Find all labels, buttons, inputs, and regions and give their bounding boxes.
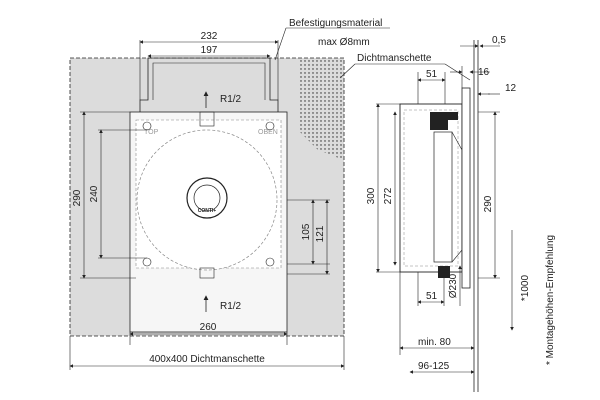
brand-label: CONTI+	[198, 208, 217, 214]
dim-dia230: Ø230	[448, 273, 459, 298]
side-view: 0,5 16 12 51 300 272 290 51 Ø230	[366, 35, 531, 392]
pipe-stub-top	[199, 111, 215, 127]
valve-center-inner	[193, 184, 221, 212]
dim-290-side: 290	[483, 195, 494, 212]
thread-top-label: R1/2	[220, 94, 242, 105]
label-oben: OBEN	[258, 129, 278, 136]
callout-fastening-2: max Ø8mm	[318, 37, 370, 48]
dim-right-outer: 121	[315, 225, 326, 242]
front-view: CONTI+ TOP OBEN R1/2 R1/2 232 197 290 24	[69, 31, 345, 370]
dim-51-top: 51	[426, 69, 438, 80]
dim-bottom: 260	[200, 322, 217, 333]
footnote: * Montagehöhen-Empfehlung	[545, 235, 556, 365]
dim-sleeve: 400x400 Dichtmanschette	[149, 354, 265, 365]
mounting-bracket	[139, 57, 279, 112]
callouts: Befestigungsmaterial max Ø8mm Dichtmansc…	[274, 18, 471, 81]
dim-0-5: 0,5	[492, 35, 506, 46]
dim-300: 300	[366, 187, 377, 204]
hatched-region	[298, 58, 344, 160]
dim-1000: *1000	[520, 274, 531, 301]
corner-hole	[265, 257, 275, 267]
dim-16: 16	[478, 67, 490, 78]
callout-sleeve: Dichtmanschette	[357, 53, 432, 64]
dim-51-bottom: 51	[426, 291, 438, 302]
dim-272: 272	[383, 187, 394, 204]
dim-min80: min. 80	[418, 337, 451, 348]
dim-left-inner: 240	[89, 185, 100, 202]
dim-right-inner: 105	[301, 223, 312, 240]
label-top: TOP	[144, 129, 159, 136]
bottom-fitting	[438, 266, 450, 278]
dim-top-outer: 232	[201, 31, 218, 42]
dim-left-outer: 290	[72, 189, 83, 206]
valve-cap	[430, 112, 458, 130]
dim-range: 96-125	[418, 361, 450, 372]
pipe-stub-bottom	[199, 267, 215, 279]
dim-12: 12	[505, 83, 517, 94]
dim-top-inner: 197	[201, 45, 218, 56]
callout-fastening-1: Befestigungsmaterial	[289, 18, 382, 29]
corner-hole	[265, 121, 275, 131]
thread-bottom-label: R1/2	[220, 301, 242, 312]
